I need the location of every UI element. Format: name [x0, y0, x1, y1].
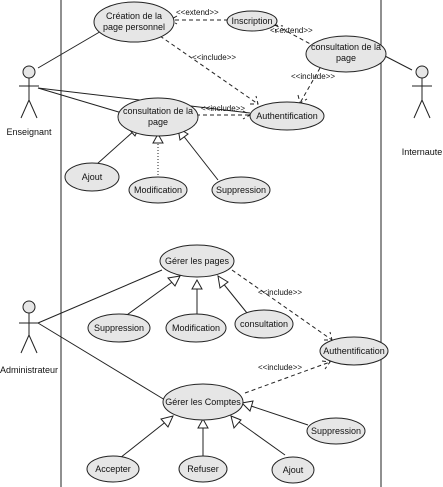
svg-text:consultation de la: consultation de la	[123, 106, 193, 116]
svg-text:Authentification: Authentification	[256, 111, 318, 121]
use-case-authentification-top: Authentification	[249, 101, 325, 131]
extend-label-1: <<extend>>	[176, 8, 219, 17]
gen-ajout-top	[96, 129, 136, 165]
use-case-inscription: Inscription	[226, 10, 278, 32]
actor-enseignant	[19, 65, 39, 119]
gen-ajout-bottom	[235, 419, 286, 456]
assoc-enseignant-consultation	[37, 87, 123, 114]
arrowhead-include-1	[250, 95, 259, 105]
use-case-modification-mid: Modification	[165, 313, 227, 343]
gen-arrow-ajout-bottom	[230, 415, 242, 430]
assoc-internaute-consultation	[382, 54, 413, 71]
use-case-ajout-bottom: Ajout	[271, 456, 315, 484]
include-label-3: <<include>>	[201, 104, 245, 113]
gen-arrow-refuser	[197, 417, 209, 429]
gen-arrow-suppr-bottom	[240, 400, 254, 412]
svg-text:Création de la: Création de la	[106, 11, 162, 21]
use-case-refuser: Refuser	[178, 455, 228, 483]
use-case-ajout-top: Ajout	[64, 162, 120, 192]
assoc-admin-comptes	[37, 322, 166, 401]
extend-label-2: <<extend>>	[270, 26, 313, 35]
svg-text:Inscription: Inscription	[231, 16, 272, 26]
svg-text:page: page	[148, 117, 168, 127]
use-case-consultation-internaute: consultation de la page	[305, 35, 387, 73]
svg-text:Modification: Modification	[172, 323, 220, 333]
include-label-1: <<include>>	[192, 53, 236, 62]
use-case-suppression-mid: Suppression	[87, 313, 151, 343]
dep-inscription-consult	[274, 24, 317, 48]
svg-text:consultation de la: consultation de la	[311, 42, 381, 52]
actor-enseignant-label: Enseignant	[6, 127, 52, 137]
include-label-4: <<include>>	[258, 288, 302, 297]
gen-accepter	[119, 419, 169, 459]
svg-text:consultation: consultation	[240, 319, 288, 329]
actor-administrateur-label: Administrateur	[0, 365, 58, 375]
gen-arrow-accepter	[160, 415, 174, 428]
use-case-gerer-pages: Gérer les pages	[159, 244, 235, 278]
use-case-consultation-mid: consultation	[234, 309, 294, 339]
use-case-consultation-enseignant: consultation de la page	[117, 97, 199, 137]
assoc-enseignant-creation	[37, 29, 104, 69]
svg-text:Authentification: Authentification	[323, 346, 385, 356]
svg-text:Gérer les Comptes: Gérer les Comptes	[165, 397, 241, 407]
use-case-modification-top: Modification	[128, 176, 188, 204]
gen-suppr-bottom	[247, 404, 309, 426]
svg-text:page personnel: page personnel	[103, 22, 165, 32]
gen-consult-mid	[221, 281, 248, 314]
svg-text:Refuser: Refuser	[187, 464, 219, 474]
svg-text:Suppression: Suppression	[311, 426, 361, 436]
svg-text:Ajout: Ajout	[82, 172, 103, 182]
svg-text:page: page	[336, 53, 356, 63]
use-case-accepter: Accepter	[86, 455, 140, 483]
dep-comptes-auth	[244, 361, 331, 394]
dep-creation-auth	[159, 35, 259, 105]
actor-internaute	[412, 65, 432, 119]
actor-administrateur	[19, 300, 39, 354]
actor-internaute-label: Internaute	[402, 147, 443, 157]
svg-text:Ajout: Ajout	[283, 465, 304, 475]
arrowhead-include-5	[321, 360, 331, 370]
assoc-admin-pages	[37, 269, 163, 324]
gen-suppr-top	[181, 133, 219, 181]
svg-text:Gérer les pages: Gérer les pages	[165, 256, 230, 266]
gen-arrow-consult-mid	[217, 275, 229, 289]
include-label-5: <<include>>	[258, 363, 302, 372]
svg-text:Suppression: Suppression	[216, 185, 266, 195]
svg-text:Accepter: Accepter	[95, 464, 131, 474]
svg-text:Suppression: Suppression	[94, 323, 144, 333]
gen-arrow-modif-mid	[191, 278, 203, 290]
svg-text:Modification: Modification	[134, 185, 182, 195]
gen-suppr-mid	[119, 279, 176, 321]
use-case-gerer-comptes: Gérer les Comptes	[162, 383, 244, 421]
gen-arrow-suppr-mid	[167, 275, 181, 287]
dep-pages-auth	[231, 269, 333, 341]
include-label-2: <<include>>	[291, 72, 335, 81]
use-case-authentification-bottom: Authentification	[319, 336, 389, 366]
use-case-suppression-top: Suppression	[211, 176, 271, 204]
gen-arrow-modif-top	[152, 132, 164, 144]
use-case-creation-page: Création de la page personnel	[93, 1, 175, 43]
use-case-suppression-bottom: Suppression	[306, 417, 366, 445]
